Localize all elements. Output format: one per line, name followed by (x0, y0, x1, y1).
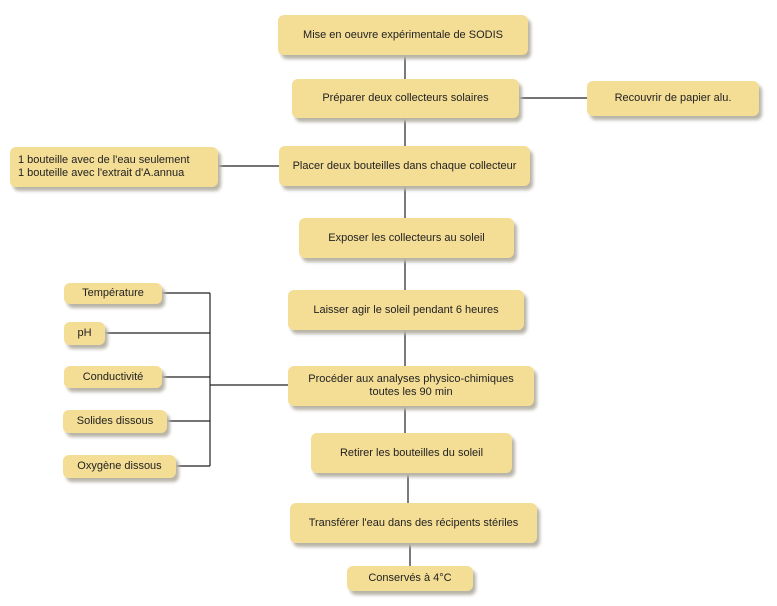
step-label: Transférer l'eau dans des récipents stér… (308, 516, 519, 529)
analysis-box: pH (64, 322, 105, 345)
step-label: Retirer les bouteilles du soleil (339, 446, 484, 459)
step-box: Exposer les collecteurs au soleil (299, 218, 514, 258)
analysis-box: Conductivité (64, 366, 162, 388)
step-box: Retirer les bouteilles du soleil (311, 433, 512, 473)
analysis-box: Solides dissous (63, 410, 167, 433)
step-label: Procéder aux analyses physico-chimiques … (308, 373, 514, 398)
step-box: Conservés à 4°C (347, 566, 473, 591)
analysis-box: Température (64, 283, 162, 304)
step-label: Conservés à 4°C (368, 572, 452, 584)
note-label: 1 bouteille avec l'extrait d'A.annua (18, 167, 185, 179)
note-box: 1 bouteille avec de l'eau seulement 1 bo… (10, 147, 218, 187)
note-label: Recouvrir de papier alu. (614, 92, 732, 104)
step-label: Mise en oeuvre expérimentale de SODIS (303, 28, 503, 41)
note-label: 1 bouteille avec de l'eau seulement (18, 154, 190, 166)
step-label: Préparer deux collecteurs solaires (322, 92, 489, 104)
analysis-label: Oxygène dissous (77, 460, 162, 472)
step-label: Placer deux bouteilles dans chaque colle… (292, 159, 517, 172)
step-box: Procéder aux analyses physico-chimiques … (288, 366, 534, 406)
analysis-label: Température (82, 287, 144, 299)
step-label: Laisser agir le soleil pendant 6 heures (313, 303, 499, 316)
note-box: Recouvrir de papier alu. (587, 81, 759, 116)
analysis-box: Oxygène dissous (63, 455, 176, 478)
step-box: Préparer deux collecteurs solaires (292, 79, 519, 118)
step-box: Transférer l'eau dans des récipents stér… (290, 503, 537, 543)
analysis-label: Conductivité (82, 370, 144, 383)
step-label: Exposer les collecteurs au soleil (328, 231, 485, 244)
step-box: Mise en oeuvre expérimentale de SODIS (278, 15, 528, 55)
analysis-label: pH (77, 327, 92, 339)
step-box: Placer deux bouteilles dans chaque colle… (279, 146, 530, 186)
analysis-label: Solides dissous (76, 415, 154, 427)
step-box: Laisser agir le soleil pendant 6 heures (288, 290, 524, 330)
